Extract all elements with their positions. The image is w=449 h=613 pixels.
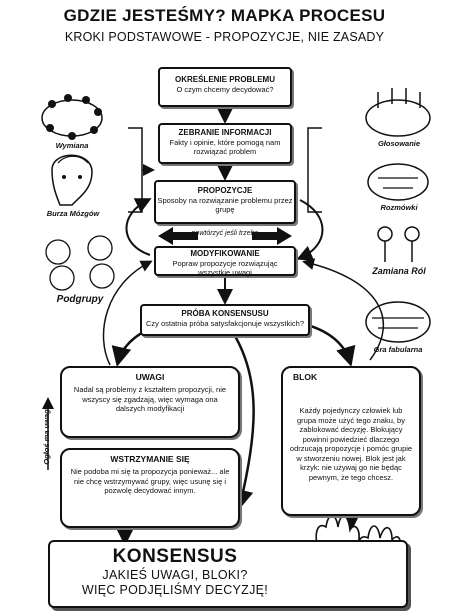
outcome-block: BLOK Każdy pojedynczy człowiek lub grupa… bbox=[281, 366, 421, 516]
step-problem-title: OKREŚLENIE PROBLEMU bbox=[174, 75, 275, 84]
caption-voting: Głosowanie bbox=[377, 139, 421, 148]
outcome-concerns: UWAGI Nadal są problemy z kształtem prop… bbox=[60, 366, 240, 438]
step-info-text: Fakty i opinie, które pomogą nam rozwiąz… bbox=[169, 138, 281, 156]
right-bracket bbox=[307, 127, 322, 213]
outcome-stand-aside: WSTRZYMANIE SIĘ Nie podoba mi się ta pro… bbox=[60, 448, 240, 528]
arrow-concerns-modify bbox=[102, 260, 153, 366]
consensus-box: KONSENSUS JAKIEŚ UWAGI, BLOKI? WIĘC PODJ… bbox=[48, 540, 408, 608]
illustration-role-play bbox=[365, 301, 431, 343]
step-info-title: ZEBRANIE INFORMACJI bbox=[178, 128, 272, 137]
arrow-block-modify bbox=[302, 258, 385, 361]
repeat-arrow-right bbox=[252, 227, 292, 245]
caption-brainstorm: Burza Mózgów bbox=[46, 209, 100, 218]
concern-raised-label: Ogłoś ma uwagi bbox=[42, 407, 51, 465]
caption-role-play: Gra fabularna bbox=[373, 345, 423, 354]
left-bracket bbox=[128, 127, 143, 213]
caption-role-swap: Zamiana Ról bbox=[372, 266, 426, 276]
loop-arrow-left bbox=[125, 198, 152, 256]
concerns-text: Nadal są problemy z kształtem propozycji… bbox=[73, 385, 227, 413]
caption-talks: Rozmówki bbox=[380, 203, 418, 212]
step-problem-text: O czym chcemy decydować? bbox=[176, 85, 274, 94]
illustration-brainstorm bbox=[51, 154, 93, 206]
caption-exchange: Wymiana bbox=[55, 141, 89, 150]
step-info: ZEBRANIE INFORMACJI Fakty i opinie, któr… bbox=[158, 123, 292, 164]
repeat-arrow-left bbox=[158, 227, 198, 245]
block-title: BLOK bbox=[293, 372, 318, 382]
page-subtitle: KROKI PODSTAWOWE - PROPOZYCJE, NIE ZASAD… bbox=[64, 30, 385, 44]
step-consensus-test: PRÓBA KONSENSUSU Czy ostatnia próba saty… bbox=[140, 304, 310, 336]
repeat-note: powtórzyć jeśli trzeba bbox=[191, 230, 259, 237]
consensus-title: KONSENSUS bbox=[112, 546, 238, 567]
step-proposals-title: PROPOZYCJE bbox=[197, 186, 253, 195]
standaside-text: Nie podoba mi się ta propozycja ponieważ… bbox=[70, 467, 230, 495]
step-test-title: PRÓBA KONSENSUSU bbox=[181, 309, 269, 318]
concerns-title: UWAGI bbox=[135, 372, 165, 382]
illustration-voting bbox=[365, 88, 431, 137]
illustration-role-swap bbox=[377, 226, 420, 262]
step-proposals: PROPOZYCJE Sposoby na rozwiązanie proble… bbox=[154, 180, 296, 224]
step-modify: MODYFIKOWANIE Popraw propozycje rozwiązu… bbox=[154, 246, 296, 277]
page-title: GDZIE JESTEŚMY? MAPKA PROCESU bbox=[63, 6, 386, 25]
block-text: Każdy pojedynczy człowiek lub grupa może… bbox=[289, 406, 413, 482]
caption-subgroups: Podgrupy bbox=[56, 294, 104, 305]
step-problem: OKREŚLENIE PROBLEMU O czym chcemy decydo… bbox=[158, 67, 292, 107]
consensus-line1: JAKIEŚ UWAGI, BLOKI? bbox=[102, 568, 248, 582]
consensus-line2: WIĘC PODJĘLIŚMY DECYZJĘ! bbox=[81, 583, 269, 597]
standaside-title: WSTRZYMANIE SIĘ bbox=[110, 454, 190, 464]
step-modify-title: MODYFIKOWANIE bbox=[190, 249, 260, 258]
step-modify-text: Popraw propozycje rozwiązując wszystkie … bbox=[172, 259, 278, 277]
step-proposals-text: Sposoby na rozwiązanie problemu przez gr… bbox=[157, 196, 293, 214]
illustration-subgroups bbox=[45, 235, 115, 291]
loop-arrow-right bbox=[296, 199, 324, 261]
step-test-text: Czy ostatnia próba satysfakcjonuje wszys… bbox=[146, 319, 304, 328]
arrow-test-consensus bbox=[233, 335, 255, 510]
illustration-talks bbox=[367, 163, 429, 201]
illustration-exchange bbox=[41, 94, 103, 140]
